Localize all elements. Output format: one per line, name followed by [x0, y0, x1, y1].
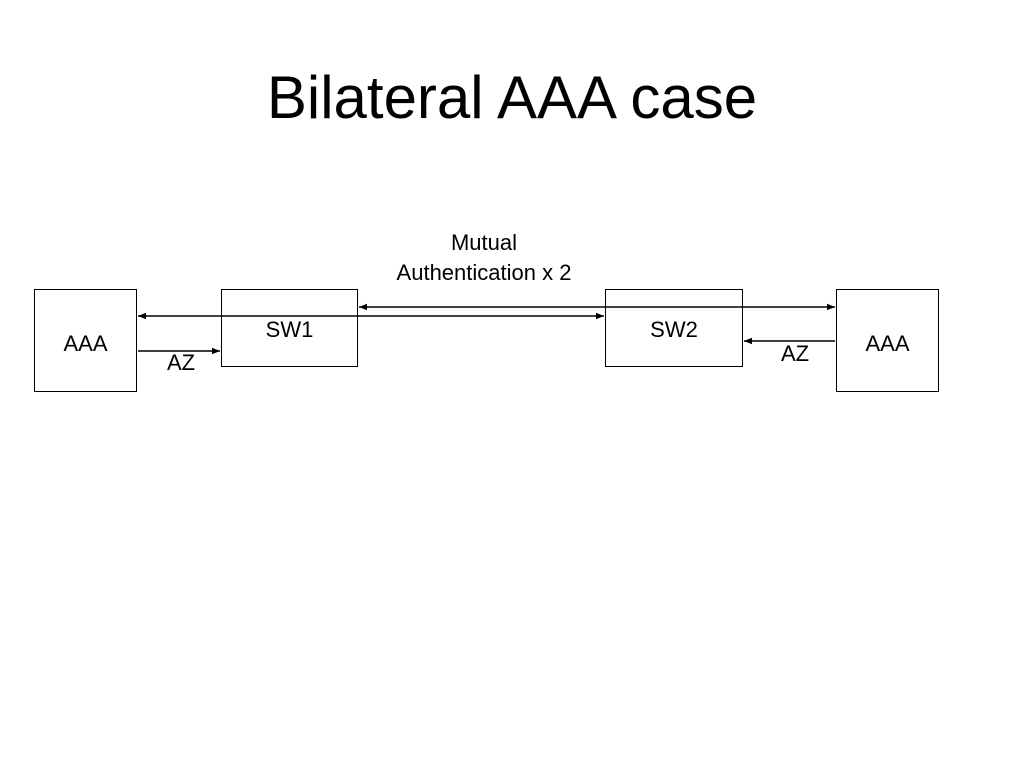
az-left-label: AZ — [166, 350, 196, 375]
sw2-box: SW2 — [605, 289, 743, 367]
page-title: Bilateral AAA case — [266, 64, 758, 131]
aaa-left-box: AAA — [34, 289, 137, 392]
aaa-right-box: AAA — [836, 289, 939, 392]
aaa-left-label: AAA — [63, 331, 108, 356]
aaa-right-label: AAA — [865, 331, 910, 356]
sw1-label: SW1 — [265, 317, 314, 342]
az-right-label: AZ — [780, 341, 810, 366]
sw1-box: SW1 — [221, 289, 358, 367]
mutual-label-line1: Mutual — [450, 230, 518, 255]
mutual-label-line2: Authentication x 2 — [396, 260, 572, 285]
sw2-label: SW2 — [650, 317, 698, 342]
